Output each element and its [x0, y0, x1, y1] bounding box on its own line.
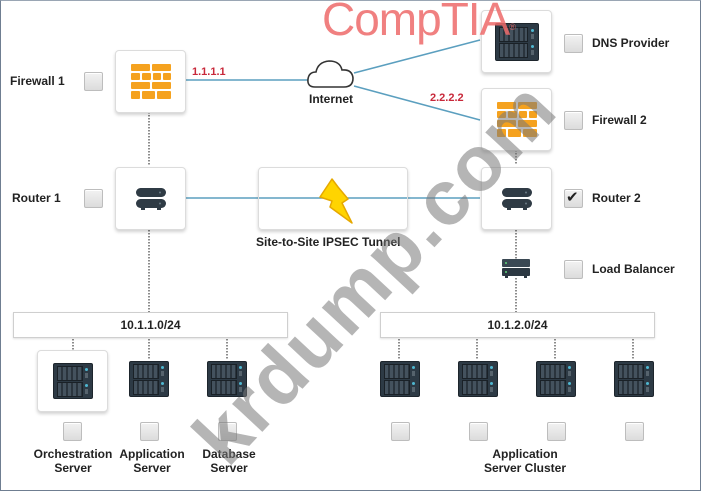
cloud-icon	[307, 60, 354, 88]
ipsec-tunnel-node[interactable]	[258, 167, 408, 230]
database-server-checkbox[interactable]	[218, 422, 237, 441]
firewall2-node[interactable]	[481, 88, 552, 151]
ipsec-tunnel-label: Site-to-Site IPSEC Tunnel	[256, 235, 401, 249]
firewall1-ip: 1.1.1.1	[192, 66, 226, 78]
cluster-server-icon[interactable]	[614, 361, 654, 397]
application-server-icon[interactable]	[129, 361, 169, 397]
subnet-right: 10.1.2.0/24	[380, 312, 655, 338]
router1-checkbox[interactable]	[84, 189, 103, 208]
load-balancer-icon[interactable]	[502, 259, 530, 278]
firewall-icon	[496, 101, 537, 137]
database-server-icon[interactable]	[207, 361, 247, 397]
dns-provider-node[interactable]	[481, 10, 552, 73]
cluster-server-icon[interactable]	[458, 361, 498, 397]
router2-checkbox[interactable]: ✔	[564, 189, 583, 208]
application-server-label: Application Server	[119, 447, 185, 475]
router2-node[interactable]	[481, 167, 552, 230]
dns-provider-label: DNS Provider	[592, 36, 670, 50]
orchestration-server-label: Orchestration Server	[33, 447, 113, 475]
comptia-watermark: CompTIA®	[322, 0, 516, 45]
router1-node[interactable]	[115, 167, 186, 230]
firewall1-node[interactable]	[115, 50, 186, 113]
router-icon	[501, 187, 532, 210]
cluster-node3-checkbox[interactable]	[547, 422, 566, 441]
firewall2-ip: 2.2.2.2	[430, 92, 464, 104]
orchestration-server-node[interactable]	[37, 350, 108, 412]
database-server-label: Database Server	[202, 447, 256, 475]
cluster-node2-checkbox[interactable]	[469, 422, 488, 441]
lightning-icon	[319, 177, 353, 224]
subnet-left: 10.1.1.0/24	[13, 312, 288, 338]
checkmark-icon: ✔	[566, 189, 579, 206]
dns-provider-checkbox[interactable]	[564, 34, 583, 53]
link-internet-dns	[353, 39, 481, 74]
orchestration-server-checkbox[interactable]	[63, 422, 82, 441]
firewall2-checkbox[interactable]	[564, 111, 583, 130]
router1-label: Router 1	[12, 191, 61, 205]
dns-server-icon	[494, 22, 539, 61]
router-icon	[135, 187, 166, 210]
cluster-node4-checkbox[interactable]	[625, 422, 644, 441]
internet-label: Internet	[309, 92, 354, 106]
load-balancer-checkbox[interactable]	[564, 260, 583, 279]
cluster-server-icon[interactable]	[380, 361, 420, 397]
firewall-icon	[130, 63, 171, 99]
firewall1-label: Firewall 1	[10, 74, 65, 88]
router2-label: Router 2	[592, 191, 641, 205]
link-internet-fw2	[353, 85, 481, 121]
application-server-checkbox[interactable]	[140, 422, 159, 441]
server-icon	[52, 363, 93, 399]
application-server-cluster-label: Application Server Cluster	[483, 447, 567, 475]
cluster-server-icon[interactable]	[536, 361, 576, 397]
load-balancer-label: Load Balancer	[592, 262, 675, 276]
cluster-node1-checkbox[interactable]	[391, 422, 410, 441]
firewall2-label: Firewall 2	[592, 113, 647, 127]
firewall1-checkbox[interactable]	[84, 72, 103, 91]
